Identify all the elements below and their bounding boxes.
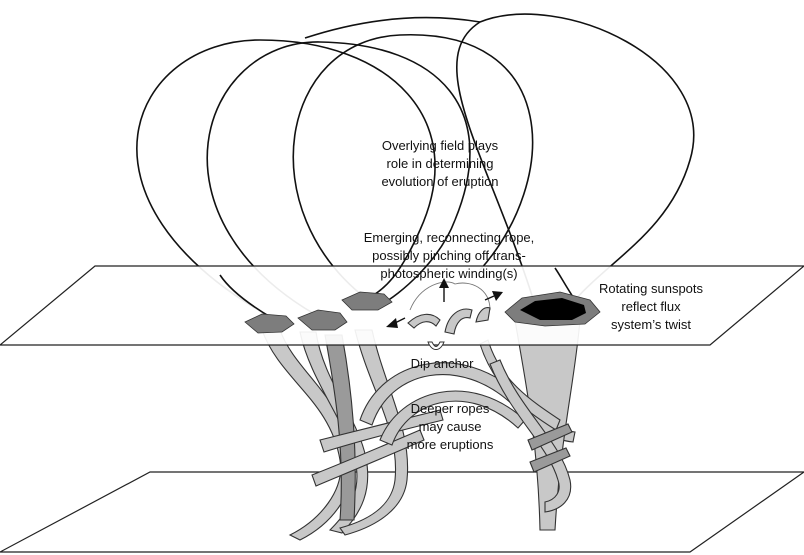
label-overlying-line3: evolution of eruption [381, 174, 498, 189]
sunspot-left-2 [297, 309, 348, 331]
label-emerging-line3: photospheric winding(s) [380, 266, 517, 281]
eruption-arrows [386, 278, 503, 328]
sunspot-right-umbra [520, 298, 586, 320]
arrow-up-head [439, 278, 449, 288]
emerging-rope-segment-2 [444, 308, 473, 335]
sunspot-left-3 [341, 291, 393, 311]
emerging-rope-outline [409, 281, 491, 311]
subsurface-flux-ropes [261, 319, 581, 541]
left-rope-cross-1 [319, 409, 444, 453]
arrow-left-head [386, 318, 398, 328]
arrow-right [484, 295, 495, 301]
dip-anchor-hook [427, 341, 445, 350]
left-rope-core [324, 334, 356, 521]
right-rope-band-1 [527, 423, 573, 451]
right-rope-wrap-2 [489, 359, 572, 513]
label-dip-anchor: Dip anchor [411, 356, 475, 371]
label-rotating-line3: system’s twist [611, 317, 691, 332]
arrow-right-head [492, 291, 503, 301]
dip-arc-rope-2 [379, 390, 526, 446]
field-loop-back [304, 16, 481, 39]
label-overlying-line1: Overlying field plays [382, 138, 499, 153]
left-rope-cross-2 [311, 429, 425, 487]
label-overlying-line2: role in determining [387, 156, 494, 171]
labels: Overlying field plays role in determinin… [364, 138, 704, 452]
sunspots [244, 291, 601, 334]
sunspot-left-1 [244, 313, 295, 334]
upper-plane-photosphere [0, 265, 804, 346]
label-deeper-line2: may cause [419, 419, 482, 434]
emerging-rope-segment-1 [407, 313, 441, 329]
emerging-rope-segment-3 [475, 307, 491, 323]
label-deeper-line1: Deeper ropes [411, 401, 490, 416]
field-loop-3 [292, 34, 534, 301]
right-rope-band-2 [529, 447, 571, 473]
emerging-rope [407, 281, 491, 350]
label-rotating-line2: reflect flux [621, 299, 681, 314]
field-loop-2 [206, 41, 471, 321]
overlying-field-loops [136, 13, 695, 321]
label-rotating-line1: Rotating sunspots [599, 281, 704, 296]
label-emerging-line1: Emerging, reconnecting rope, [364, 230, 535, 245]
field-loop-outer [136, 39, 436, 319]
field-loop-inner [456, 13, 695, 306]
label-deeper-line3: more eruptions [407, 437, 494, 452]
lower-plane [0, 471, 804, 553]
label-emerging-line2: possibly pinching off trans- [372, 248, 526, 263]
